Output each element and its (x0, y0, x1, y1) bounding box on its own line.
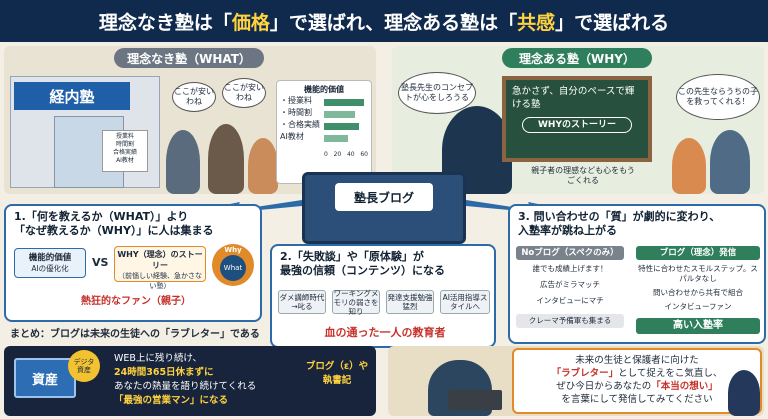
section-3: 3. 問い合わせの「質」が劇的に変わり、入塾率が跳ね上がる Noブログ（スペクの… (508, 204, 766, 344)
vs-label: VS (92, 256, 109, 269)
chart-bar (324, 123, 360, 130)
why-story-box: WHY（理念）のストーリー （前惱しい経験、急かさない塾） (114, 246, 206, 290)
why-panel-label: 理念ある塾（WHY） (502, 48, 652, 68)
blog-header: ブログ（理念）発信 (636, 246, 760, 260)
chart-bar (324, 111, 355, 118)
what-panel: 理念なき塾（WHAT） 経内塾 授業料 時間割 合格実績 AI教材 ここが安いわ… (4, 46, 376, 194)
what-panel-label: 理念なき塾（WHAT） (114, 48, 264, 68)
chart-bar (324, 135, 349, 142)
speech-bubble: この先生ならうちの子を救ってくれる！ (676, 74, 760, 120)
section-1: 1.「何を教えるか（WHAT）」より「なぜ教えるか（WHY）」に人は集まる 機能… (4, 204, 262, 322)
speech-bubble: ここが安いわね (172, 82, 216, 112)
blog-column: ブログ（理念）発信 特性に合わせたスモルステップ。スパルタなし 問い合わせから共… (636, 246, 760, 334)
section-3-title: 3. 問い合わせの「質」が劇的に変わり、入塾率が跳ね上がる (518, 210, 721, 237)
no-blog-header: Noブログ（スペクのみ） (516, 246, 624, 260)
blog-side-note: ブログ（ε）や 執書記 (305, 361, 369, 386)
title-banner: 理念なき塾は「価格」で選ばれ、理念ある塾は「共感」で選ばれる (0, 0, 768, 42)
speech-bubble: 塾長先生のコンセプトが心をしろうる (398, 72, 476, 114)
chalkboard: 急かさず、自分のペースで輝ける塾 WHYのストーリー (502, 76, 652, 162)
story-step: ダメ講師時代→叱る (278, 290, 326, 314)
story-step: AI活用指導スタイルへ (440, 290, 490, 314)
parent-figure (710, 130, 750, 194)
teacher-figure (728, 370, 760, 416)
section-1-title: 1.「何を教えるか（WHAT）」より「なぜ教えるか（WHY）」に人は集まる (14, 210, 214, 237)
why-story-pill: WHYのストーリー (522, 117, 632, 133)
why-circle: Why What (212, 244, 254, 286)
blog-screen-label: 塾長ブログ (335, 183, 433, 211)
closing-message: 未来の生徒と保護者に向けた 「ラブレター」として捉えをこ気直し、 ぜひ今日からあ… (512, 348, 762, 414)
parent-figure (672, 138, 706, 194)
digital-asset-banner: 資産 デジタ資産 WEB上に残り続け、 24時間365日休まずに あなたの熱量を… (4, 346, 376, 416)
educator-result: 血の通った一人の教育者 (324, 326, 446, 339)
caption: 親子者の理感なども心をもうごくれる (531, 166, 635, 185)
parent-figure (166, 130, 200, 194)
chart-bar (324, 99, 364, 106)
blog-laptop: 塾長ブログ (302, 172, 466, 244)
parent-figure (208, 124, 244, 194)
high-enrollment-badge: 高い入塾率 (636, 318, 760, 334)
summary-line: まとめ：ブログは未来の生徒への「ラブレター」である (10, 328, 260, 340)
what-circle: What (220, 255, 246, 281)
price-poster: 授業料 時間割 合格実績 AI教材 (102, 130, 148, 172)
asset-text: WEB上に残り続け、 24時間365日休まずに あなたの熱量を語り続けてくれる … (114, 353, 257, 406)
laptop-icon (448, 390, 502, 410)
why-panel: 理念ある塾（WHY） 塾長先生のコンセプトが心をしろうる 急かさず、自分のペース… (392, 46, 764, 194)
laptop-asset-screen: 資産 (14, 358, 76, 398)
page-title: 理念なき塾は「価格」で選ばれ、理念ある塾は「共感」で選ばれる (98, 11, 670, 34)
speech-bubble: ここが安いわね (222, 78, 266, 108)
shop-sign: 経内塾 (14, 82, 130, 110)
fan-result: 熱狂的なファン（親子） (81, 296, 191, 307)
feature-chart-card: 機能的価値 ・授業料 ・時間割 ・合格実績 AI教材 0 20 40 60 (276, 80, 372, 184)
section-2: 2.「失敗談」や「原体験」が最強の信頼（コンテンツ）になる ダメ講師時代→叱る … (270, 244, 496, 348)
functional-value-box: 機能的価値 AIの優化化 (14, 248, 86, 278)
no-blog-column: Noブログ（スペクのみ） 誰でも成績上げます！ 広告がミラマッチ インタビューに… (516, 246, 624, 328)
parent-figure (248, 138, 278, 194)
story-step: 発達支援勉強猛烈 (386, 290, 434, 314)
section-2-title: 2.「失敗談」や「原体験」が最強の信頼（コンテンツ）になる (280, 250, 445, 277)
digital-asset-badge: デジタ資産 (68, 350, 100, 382)
story-step: ワーキングメモリの弱さを知り (332, 288, 380, 316)
